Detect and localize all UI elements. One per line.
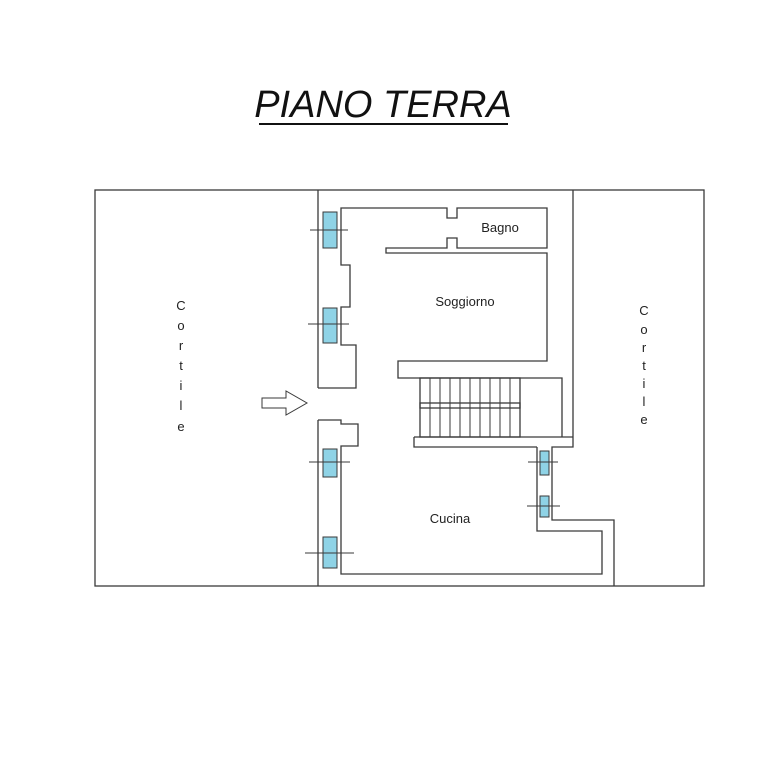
entrance-arrow-icon bbox=[261, 390, 309, 416]
svg-text:l: l bbox=[180, 398, 183, 413]
svg-text:l: l bbox=[643, 394, 646, 409]
svg-text:t: t bbox=[179, 358, 183, 373]
room-label-soggiorno: Soggiorno bbox=[435, 294, 494, 309]
window bbox=[305, 536, 354, 569]
svg-text:t: t bbox=[642, 358, 646, 373]
interior-walls-upper bbox=[318, 207, 563, 437]
room-label-cucina: Cucina bbox=[430, 511, 471, 526]
svg-text:i: i bbox=[180, 378, 183, 393]
svg-text:C: C bbox=[639, 303, 648, 318]
plan-title: PIANO TERRA bbox=[254, 84, 512, 126]
outer-boundary bbox=[94, 189, 705, 587]
room-label-bagno: Bagno bbox=[481, 220, 519, 235]
right-outer-wall bbox=[551, 190, 615, 586]
svg-text:o: o bbox=[177, 318, 184, 333]
svg-text:i: i bbox=[643, 376, 646, 391]
staircase bbox=[413, 377, 573, 448]
svg-text:C: C bbox=[176, 298, 185, 313]
window bbox=[527, 495, 560, 518]
stair-slab bbox=[413, 436, 573, 448]
svg-text:r: r bbox=[179, 338, 184, 353]
svg-text:r: r bbox=[642, 340, 647, 355]
window bbox=[310, 211, 348, 249]
svg-text:o: o bbox=[640, 322, 647, 337]
interior-walls-lower bbox=[318, 419, 603, 575]
window bbox=[308, 307, 349, 344]
window bbox=[528, 450, 558, 476]
svg-text:e: e bbox=[177, 419, 184, 434]
cortile-left-label: C o r t i l e bbox=[176, 298, 185, 434]
svg-text:e: e bbox=[640, 412, 647, 427]
cortile-right-label: C o r t i l e bbox=[639, 303, 648, 427]
window bbox=[309, 448, 350, 478]
stair-steps bbox=[429, 378, 511, 437]
